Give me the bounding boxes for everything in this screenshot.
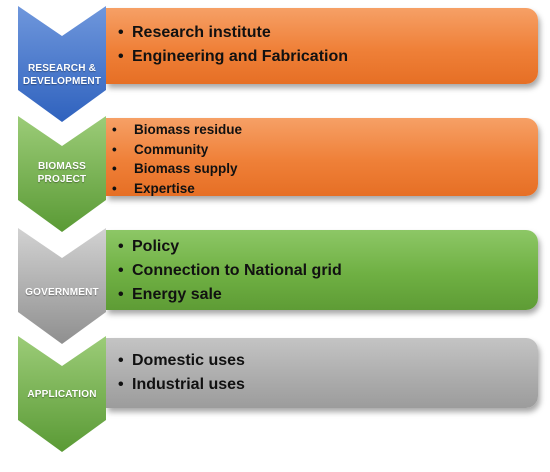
stage-label: GOVERNMENT: [25, 287, 99, 298]
stage-label: APPLICATION: [27, 389, 97, 400]
stage-application-box: •Domestic uses •Industrial uses: [106, 338, 538, 408]
stage-government-chevron: GOVERNMENT: [16, 228, 108, 346]
stage-research-box: •Research institute •Engineering and Fab…: [106, 8, 538, 84]
stage-government-box: •Policy •Connection to National grid •En…: [106, 230, 538, 310]
list-item: •Research institute: [118, 24, 271, 41]
stage-research-chevron: RESEARCH & DEVELOPMENT: [16, 6, 108, 124]
stage-label: DEVELOPMENT: [22, 76, 102, 87]
list-item: •Energy sale: [118, 286, 222, 303]
list-item: •Biomass supply: [112, 161, 238, 176]
list-item: •Connection to National grid: [118, 262, 342, 279]
list-item: •Industrial uses: [118, 376, 245, 393]
stage-label: BIOMASS: [37, 161, 87, 172]
stage-biomass-box: •Biomass residue •Community •Biomass sup…: [106, 118, 538, 196]
list-item: •Expertise: [112, 180, 195, 196]
list-item: •Biomass residue: [112, 122, 243, 137]
stage-label: RESEARCH &: [27, 63, 97, 74]
list-item: •Engineering and Fabrication: [118, 48, 349, 65]
stage-application-chevron: APPLICATION: [16, 336, 108, 454]
list-item: •Community: [112, 141, 209, 157]
list-item: •Policy: [118, 238, 180, 255]
stage-label: PROJECT: [37, 174, 87, 185]
list-item: •Domestic uses: [118, 352, 245, 369]
stage-biomass-chevron: BIOMASS PROJECT: [16, 116, 108, 234]
